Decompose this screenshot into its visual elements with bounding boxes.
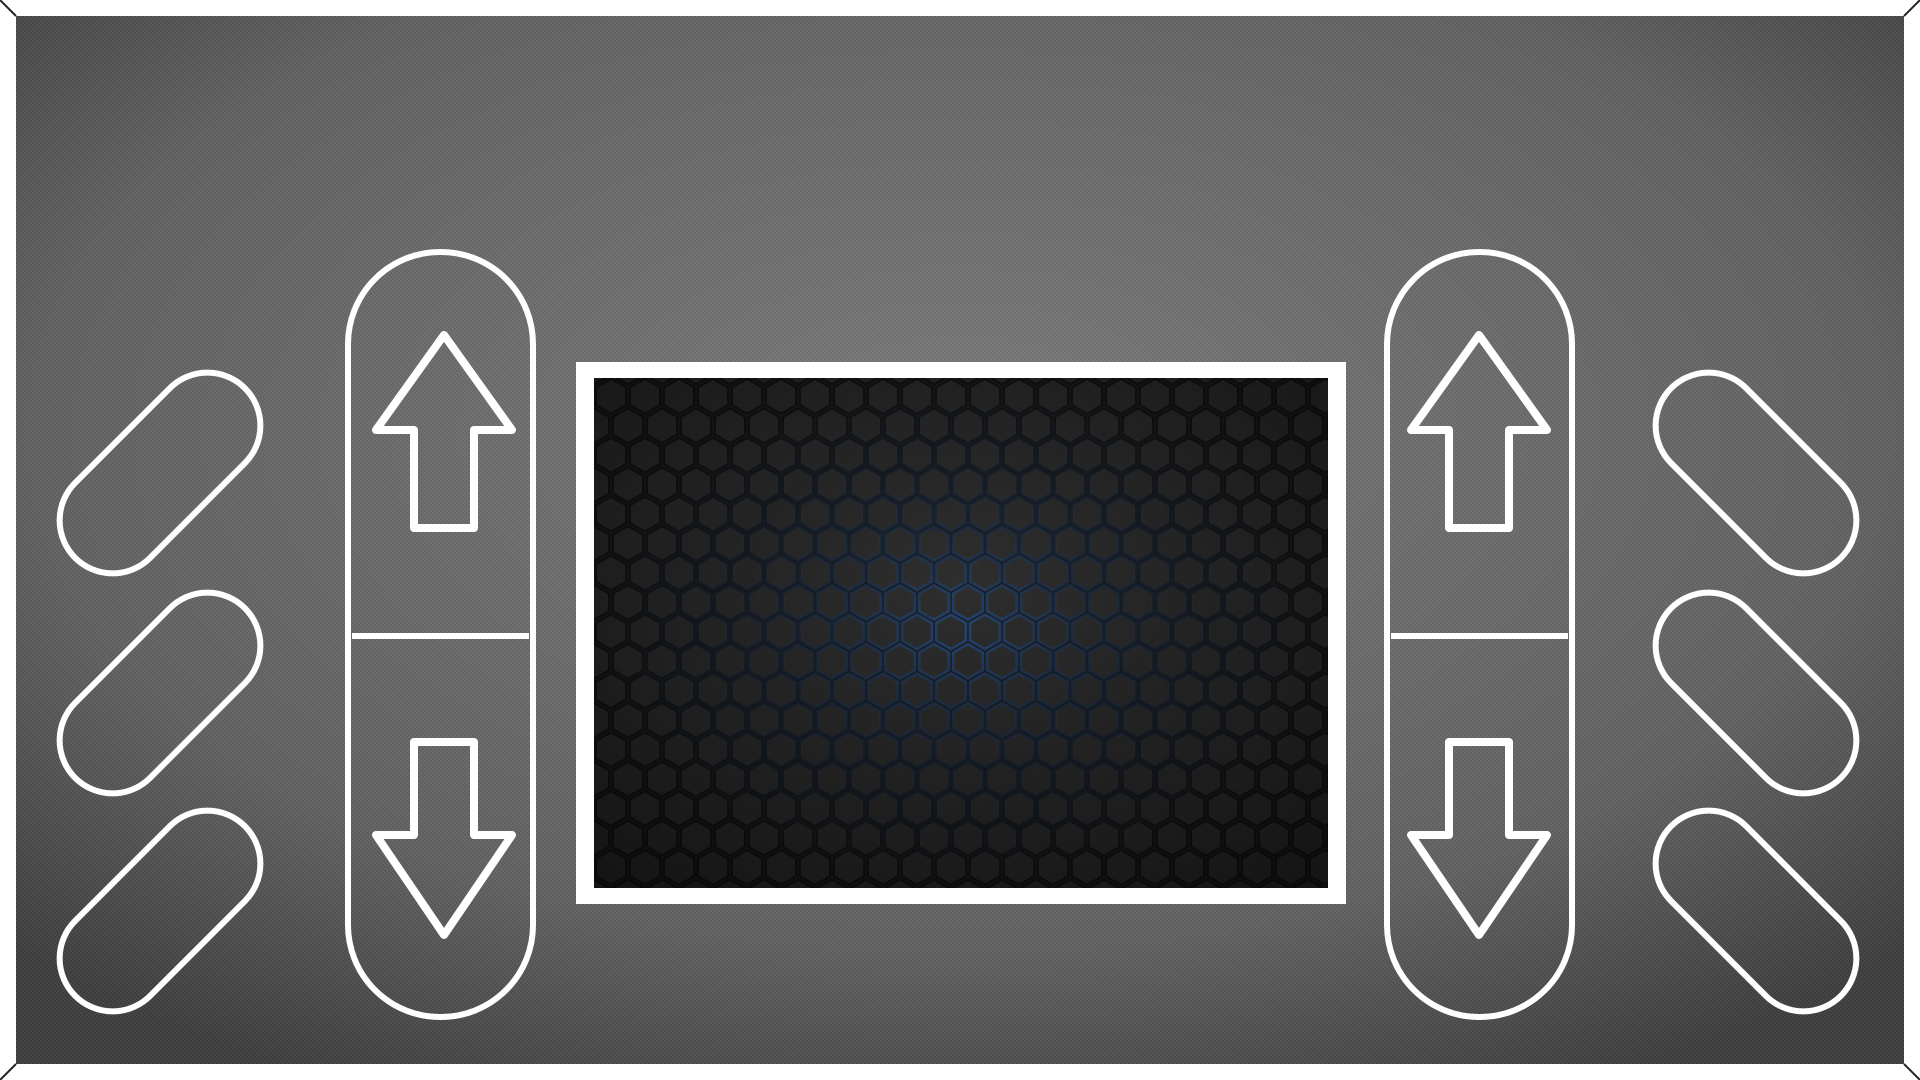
left-dpad-down-button[interactable]	[352, 638, 529, 1013]
left-dpad	[345, 249, 536, 1020]
left-side-button-3[interactable]	[38, 789, 283, 1034]
right-side-buttons	[1634, 351, 1879, 1034]
right-dpad-up-button[interactable]	[1391, 256, 1568, 634]
left-side-button-1[interactable]	[38, 351, 283, 596]
right-side-button-2[interactable]	[1634, 571, 1879, 816]
arrow-down-icon	[1407, 738, 1551, 939]
right-side-button-3[interactable]	[1634, 789, 1879, 1034]
left-side-button-2[interactable]	[38, 571, 283, 816]
right-dpad-down-button[interactable]	[1391, 638, 1568, 1013]
left-dpad-up-button[interactable]	[352, 256, 529, 634]
arrow-up-icon	[372, 331, 516, 532]
screen-vignette	[594, 378, 1328, 888]
game-screen[interactable]	[576, 362, 1346, 904]
arrow-up-icon	[1407, 331, 1551, 532]
arrow-down-icon	[372, 738, 516, 939]
right-dpad	[1384, 249, 1575, 1020]
right-side-button-1[interactable]	[1634, 351, 1879, 596]
left-side-buttons	[38, 351, 283, 1034]
